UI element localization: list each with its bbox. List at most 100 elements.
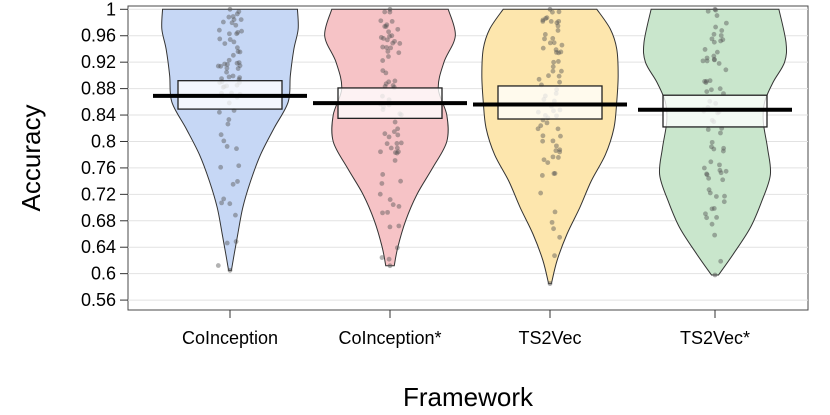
data-point — [219, 200, 224, 206]
y-tick-label: 0.76 — [81, 158, 116, 178]
data-point — [717, 162, 722, 168]
data-point — [711, 56, 717, 62]
data-point — [707, 190, 713, 196]
data-point — [553, 47, 559, 53]
data-point — [237, 75, 243, 80]
data-point — [385, 49, 391, 54]
data-point — [224, 69, 229, 75]
data-point — [705, 127, 711, 132]
data-point — [721, 199, 727, 205]
data-point — [559, 68, 564, 74]
data-point — [396, 149, 401, 155]
x-tick-label: CoInception* — [338, 328, 441, 348]
data-point — [229, 20, 235, 26]
data-point — [723, 20, 729, 26]
data-point — [221, 196, 227, 202]
y-tick-label: 0.56 — [81, 290, 116, 310]
data-point — [380, 172, 386, 177]
data-point — [238, 17, 244, 23]
data-point — [382, 9, 388, 15]
data-point-min — [712, 272, 718, 278]
data-point — [387, 33, 392, 39]
data-point — [538, 123, 544, 129]
data-point — [379, 255, 385, 260]
y-tick-label: 0.84 — [81, 105, 116, 125]
data-point — [234, 11, 240, 17]
data-point — [546, 73, 551, 79]
data-point — [398, 178, 403, 184]
data-point — [392, 119, 398, 125]
data-point — [552, 209, 558, 215]
data-point — [709, 144, 714, 150]
data-point — [551, 226, 556, 232]
data-point — [554, 20, 560, 26]
data-point — [711, 39, 717, 45]
data-point — [395, 132, 401, 138]
data-point — [237, 49, 243, 55]
data-point — [378, 18, 384, 24]
data-point — [555, 28, 561, 33]
data-point — [714, 214, 719, 220]
data-point — [215, 263, 221, 268]
data-point — [706, 187, 712, 193]
data-point — [215, 63, 221, 69]
data-point — [719, 28, 725, 33]
data-point — [224, 240, 230, 246]
data-point — [383, 24, 389, 29]
data-point — [384, 45, 389, 50]
data-point — [557, 149, 563, 155]
data-point — [544, 15, 550, 21]
data-point — [536, 76, 542, 82]
data-point — [224, 65, 230, 71]
data-point — [551, 40, 557, 46]
data-point — [542, 32, 548, 37]
data-point-max — [387, 6, 393, 12]
data-point — [702, 47, 708, 52]
data-point — [392, 38, 397, 44]
data-point — [542, 36, 547, 42]
data-point — [557, 147, 563, 153]
data-point — [552, 170, 558, 176]
data-point — [230, 73, 236, 79]
data-point — [386, 79, 392, 85]
data-point — [551, 171, 557, 176]
data-point — [378, 149, 383, 155]
violin-ts2vec-star — [642, 8, 788, 276]
data-point — [545, 160, 551, 166]
data-point — [395, 126, 401, 132]
data-point — [235, 66, 241, 71]
data-point — [723, 168, 729, 174]
data-point — [384, 37, 390, 43]
data-point — [382, 24, 388, 29]
data-point — [226, 117, 232, 122]
data-point — [704, 171, 709, 177]
data-point — [721, 145, 727, 151]
data-point — [389, 19, 395, 24]
data-point — [380, 58, 386, 63]
y-tick-label: 0.64 — [81, 237, 116, 257]
data-point — [713, 194, 719, 199]
data-point — [704, 89, 710, 94]
data-point — [539, 173, 545, 178]
data-point — [392, 78, 398, 84]
data-point — [390, 202, 396, 208]
data-point — [709, 87, 714, 93]
data-point — [220, 19, 226, 25]
data-point — [394, 141, 400, 146]
data-point — [709, 221, 715, 227]
data-point — [556, 9, 562, 15]
data-point — [712, 232, 718, 238]
data-point — [221, 138, 227, 144]
data-point — [703, 211, 708, 217]
data-point — [225, 61, 230, 67]
data-point — [700, 58, 706, 64]
data-point — [386, 29, 391, 35]
data-point — [557, 79, 562, 85]
data-point — [397, 41, 403, 46]
x-tick-label: TS2Vec* — [680, 328, 750, 348]
data-point — [380, 210, 385, 216]
data-point — [230, 181, 236, 187]
data-point — [720, 37, 726, 43]
